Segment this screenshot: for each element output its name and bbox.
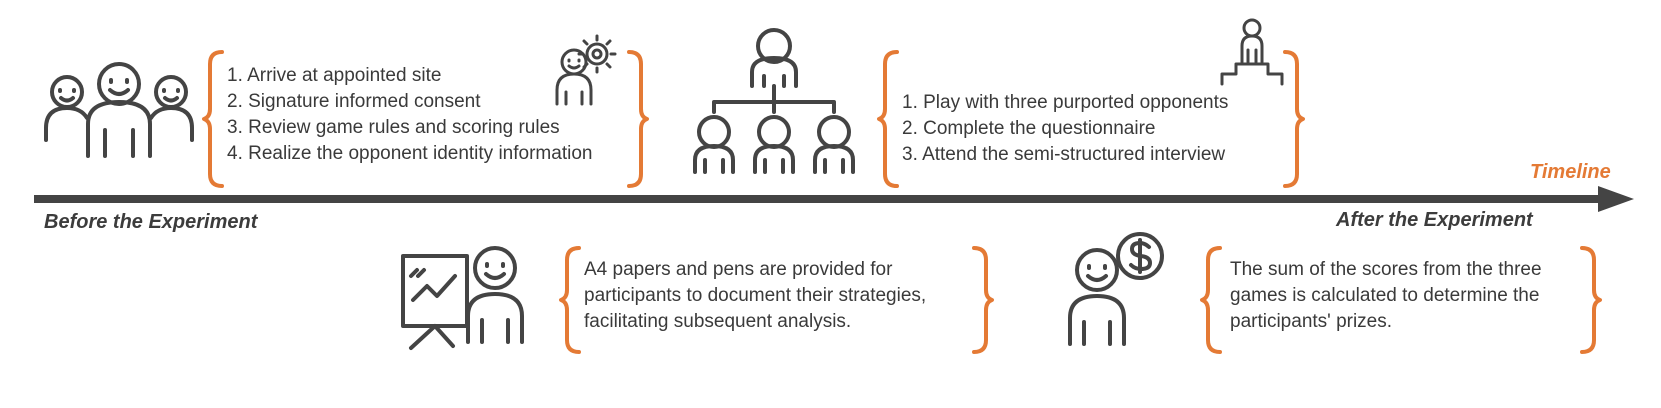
before-experiment-label: Before the Experiment <box>44 211 258 233</box>
presenter-chart-icon <box>401 246 524 350</box>
before-item-3: 3. Review game rules and scoring rules <box>227 117 560 138</box>
before-item-4: 4. Realize the opponent identity informa… <box>227 143 593 164</box>
experiment-item-3: 3. Attend the semi-structured interview <box>902 144 1226 165</box>
notes-line-1: A4 papers and pens are provided for <box>584 259 893 280</box>
podium-person-icon <box>1220 18 1284 86</box>
before-box-bracket <box>202 50 649 188</box>
timeline-arrow <box>34 186 1634 212</box>
notes-line-3: facilitating subsequent analysis. <box>584 311 852 332</box>
prize-box-bracket <box>1200 246 1602 354</box>
before-item-1: 1. Arrive at appointed site <box>227 65 442 86</box>
timeline-label: Timeline <box>1530 161 1611 183</box>
hierarchy-people-icon <box>693 28 855 174</box>
after-experiment-label: After the Experiment <box>1336 209 1533 231</box>
experiment-item-1: 1. Play with three purported opponents <box>902 92 1229 113</box>
prize-line-1: The sum of the scores from the three <box>1230 259 1542 280</box>
person-dollar-icon <box>1068 232 1164 346</box>
group-of-people-icon <box>44 62 194 158</box>
notes-line-2: participants to document their strategie… <box>584 285 927 306</box>
before-item-2: 2. Signature informed consent <box>227 91 481 112</box>
experiment-box-bracket <box>877 50 1305 188</box>
prize-line-3: participants' prizes. <box>1230 311 1393 332</box>
notes-box-bracket <box>559 246 994 354</box>
person-with-gear-icon <box>555 34 617 106</box>
prize-line-2: games is calculated to determine the <box>1230 285 1540 306</box>
experiment-item-2: 2. Complete the questionnaire <box>902 118 1156 139</box>
